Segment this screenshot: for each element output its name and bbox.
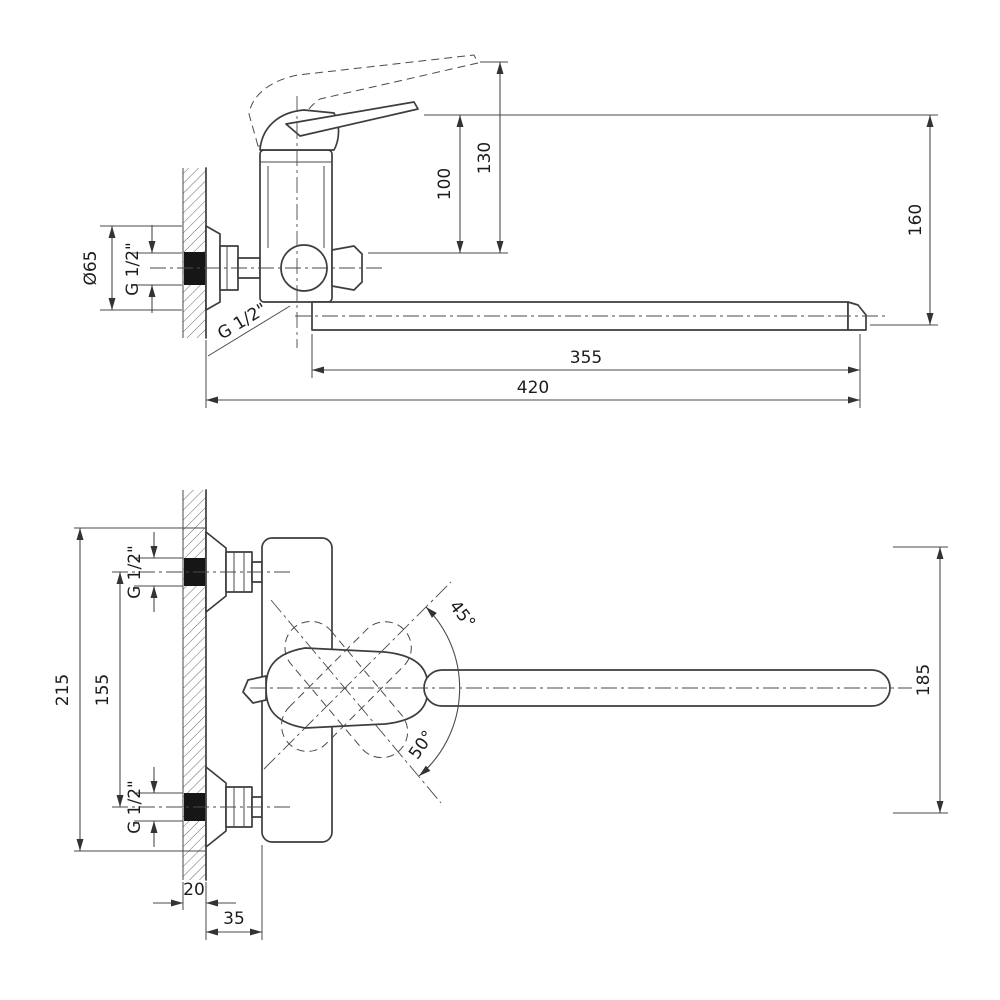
plan-view: 45° 50° 215 155 G 1/2" — [53, 489, 948, 940]
thread-outlet-label: G 1/2" — [214, 299, 270, 344]
dim-label-155: 155 — [93, 674, 113, 706]
angle-up-label: 45° — [445, 597, 479, 633]
thread-top-label: G 1/2" — [125, 545, 145, 599]
dim-155: 155 — [93, 572, 124, 807]
swing-arc — [418, 606, 461, 777]
dim-label-35: 35 — [223, 909, 245, 929]
wall-section-plan — [182, 489, 207, 881]
dim-100: 100 — [368, 115, 508, 254]
dim-thread-top: G 1/2" — [125, 532, 183, 612]
faucet-side — [150, 54, 888, 348]
dim-label-diameter: Ø65 — [81, 250, 101, 285]
dim-130: 130 — [475, 61, 508, 253]
dim-label-100: 100 — [435, 168, 455, 200]
side-view: 100 130 160 Ø65 — [81, 54, 938, 408]
dim-label-355: 355 — [570, 348, 602, 368]
dim-420: 420 — [205, 340, 860, 408]
dim-label-215: 215 — [53, 674, 73, 706]
thread-bottom-label: G 1/2" — [125, 780, 145, 834]
faucet-plan — [112, 531, 912, 848]
handle-lever — [285, 101, 419, 137]
dim-160: 160 — [424, 114, 938, 326]
dim-label-160: 160 — [906, 204, 926, 236]
dim-diameter-65: Ø65 — [81, 225, 182, 311]
dim-185: 185 — [893, 546, 948, 814]
dim-label-420: 420 — [517, 378, 549, 398]
dim-355: 355 — [311, 334, 861, 408]
dim-215: 215 — [53, 527, 206, 852]
thread-wall-label: G 1/2" — [123, 242, 143, 296]
dim-label-185: 185 — [914, 664, 934, 696]
dim-thread-wall: G 1/2" — [123, 225, 182, 313]
dim-label-130: 130 — [475, 142, 495, 174]
angle-down-label: 50° — [405, 727, 439, 763]
dim-label-20: 20 — [183, 880, 205, 900]
label-thread-outlet: G 1/2" — [207, 299, 291, 357]
dim-35: 35 — [206, 845, 263, 940]
handle-tip-plan — [242, 675, 267, 704]
dim-thread-bottom: G 1/2" — [125, 767, 183, 847]
wall-seal — [184, 252, 205, 285]
